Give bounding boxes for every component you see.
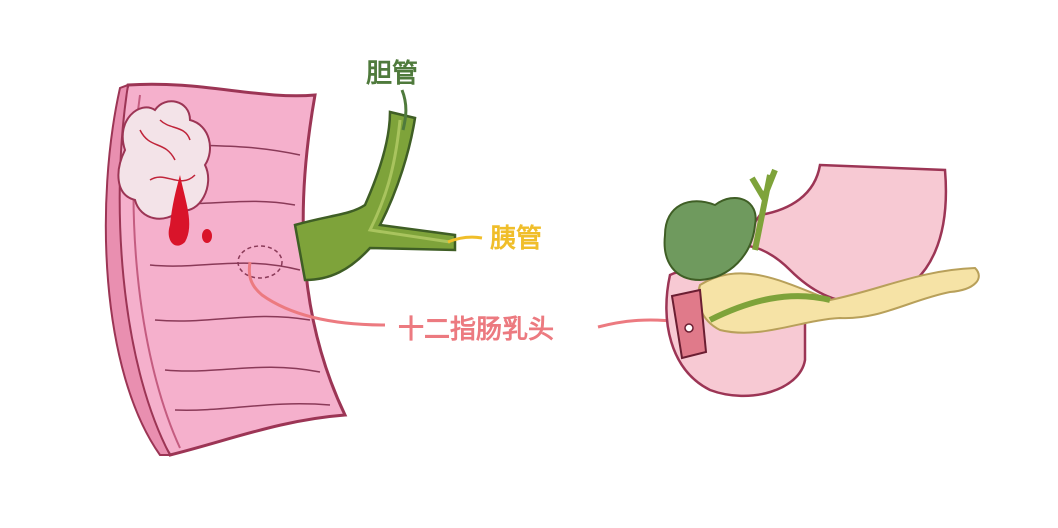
pancreatic-duct-pointer	[447, 235, 483, 244]
stomach-pancreas-illustration	[663, 163, 980, 398]
pancreatic-duct-label: 胰管	[490, 224, 542, 254]
bile-duct-label: 胆管	[366, 59, 418, 89]
tumor	[117, 100, 212, 246]
bile-duct-pointer	[400, 89, 408, 131]
duodenal-papilla-label: 十二指肠乳头	[398, 315, 554, 345]
papilla-pointer-left	[247, 261, 386, 327]
bile-duct	[293, 110, 457, 282]
